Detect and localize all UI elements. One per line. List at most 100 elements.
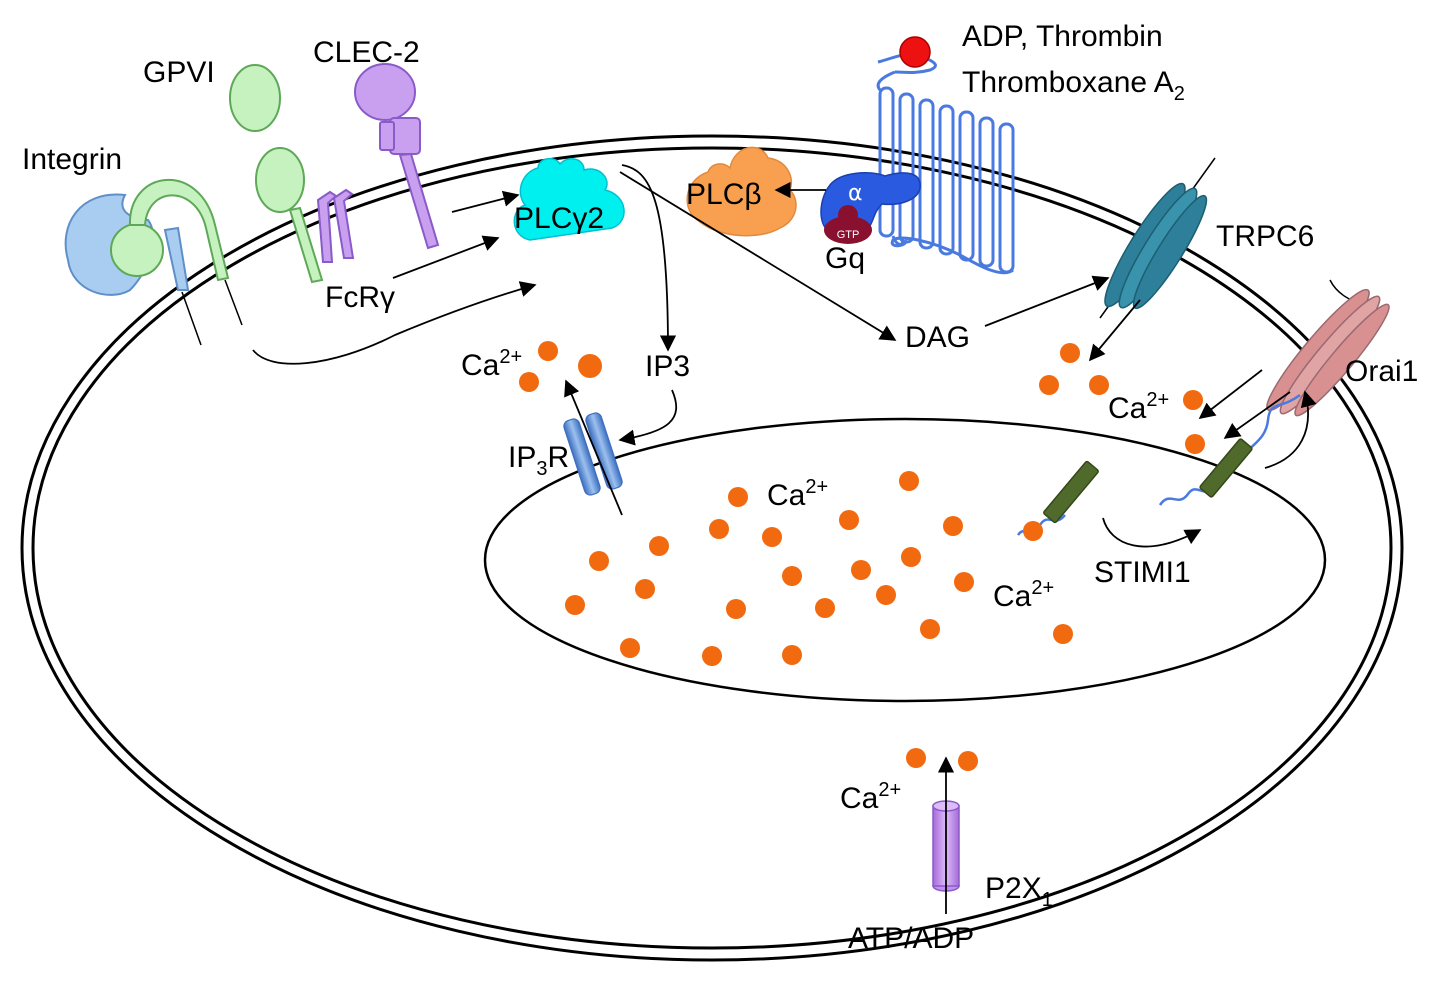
arrow-plcg2-to-dag (619, 171, 897, 341)
ca-ion (578, 354, 602, 378)
trpc6-channel (1099, 157, 1216, 319)
ca-ion (839, 510, 859, 530)
ca-symbol: Ca (993, 580, 1032, 613)
gpvi-receptor (229, 64, 324, 284)
clec2-receptor (354, 63, 440, 250)
signaling-arrows (252, 164, 1317, 914)
ca-charge: 2+ (1031, 577, 1054, 599)
atp-adp-label: ATP/ADP (848, 922, 974, 955)
ca-charge: 2+ (1146, 389, 1169, 411)
arrow-orai1-ca-entry-2 (1223, 391, 1291, 439)
ip3-label: IP3 (645, 350, 690, 383)
ca-charge: 2+ (805, 476, 828, 498)
orai1-channel (1243, 279, 1390, 456)
ca-ion (1185, 434, 1205, 454)
arrow-ip3r-release (564, 379, 623, 516)
ca-ion (906, 748, 926, 768)
plasma-membrane-inner (31, 146, 1393, 950)
integrin-label: Integrin (22, 143, 122, 176)
ca-ion (519, 372, 539, 392)
ip3r-label-subscript: 3 (536, 458, 547, 480)
ca-ion (565, 595, 585, 615)
ca-charge: 2+ (878, 779, 901, 801)
agonist-label-line2-subscript: 2 (1174, 83, 1185, 105)
ip3r-label-main: IP (508, 441, 536, 474)
ca-symbol: Ca (767, 479, 806, 512)
ca-charge: 2+ (499, 346, 522, 368)
arrow-dag-to-trpc6 (984, 275, 1110, 327)
ca-ion (620, 638, 640, 658)
agonist-label-line1: ADP, Thrombin (962, 20, 1163, 53)
ip3r-label: IP3R (508, 441, 569, 480)
ca-ion (709, 519, 729, 539)
ca-ion (901, 547, 921, 567)
fcry-label: FcRγ (325, 281, 395, 314)
ca-ion (728, 487, 748, 507)
integrin-receptor (64, 179, 243, 346)
ip3-receptor (563, 412, 623, 496)
ca-ion (920, 619, 940, 639)
alpha-label: α (848, 181, 863, 206)
fcr-gamma-chain (316, 188, 355, 263)
ca-ion (782, 645, 802, 665)
ca-ion (702, 646, 722, 666)
ca-ion (1060, 343, 1080, 363)
plcb-label: PLCβ (686, 178, 762, 211)
arrow-gpvi-to-plcg2 (451, 190, 520, 213)
ca-ion (635, 579, 655, 599)
agonist-label-line2: Thromboxane A2 (962, 66, 1185, 105)
ca-ion (538, 341, 558, 361)
stim1-active (1158, 438, 1253, 506)
ca-ion (762, 527, 782, 547)
plcg2-label: PLCγ2 (514, 202, 604, 235)
dag-label: DAG (905, 321, 970, 354)
ca-label-cytosol-right: Ca2+ (1108, 389, 1169, 425)
arrow-trpc6-ca-entry (1088, 299, 1141, 362)
ca-ion (1089, 375, 1109, 395)
trpc6-label: TRPC6 (1216, 220, 1314, 253)
ca-ion (943, 516, 963, 536)
agonist-label-line2-main: Thromboxane A (962, 66, 1174, 99)
ca-symbol: Ca (840, 782, 879, 815)
stim1-label: STIMI1 (1094, 556, 1191, 589)
gpcr-receptor (876, 53, 1015, 275)
plcg2-enzyme (513, 157, 625, 241)
ca-ion (815, 598, 835, 618)
plasma-membrane-outer (20, 134, 1404, 962)
ca-ion (589, 551, 609, 571)
arrow-stim1-activation (1102, 517, 1202, 548)
p2x1-label-main: P2X (985, 872, 1042, 905)
dense-tubular-system (483, 417, 1327, 703)
gtp-molecule (824, 216, 872, 244)
agonist-ligand (899, 36, 931, 68)
ca-symbol: Ca (461, 349, 500, 382)
arrow-stim1-to-orai1 (1264, 390, 1317, 469)
ca-ion (1023, 521, 1043, 541)
gpvi-label: GPVI (143, 56, 215, 89)
ca-ion (958, 751, 978, 771)
ca-label-cytosol-left: Ca2+ (461, 346, 522, 382)
ca-ion (1183, 390, 1203, 410)
gq-label: Gq (825, 242, 865, 275)
clec2-label: CLEC-2 (313, 36, 420, 69)
ca-symbol: Ca (1108, 392, 1147, 425)
ca-ion (899, 471, 919, 491)
ca-ion (726, 599, 746, 619)
ca-ion (1053, 624, 1073, 644)
ca-ion (851, 560, 871, 580)
ca-label-bottom: Ca2+ (840, 779, 901, 815)
p2x1-label-subscript: 1 (1042, 889, 1053, 911)
arrow-plcg2-to-ip3 (621, 164, 677, 352)
orai1-label: Orai1 (1345, 355, 1418, 388)
arrow-fcr-to-plcg2 (392, 235, 500, 279)
ca-ion (876, 585, 896, 605)
p2x1-label: P2X1 (985, 872, 1053, 911)
gtp-label: GTP (837, 229, 860, 241)
ip3r-label-tail: R (547, 441, 569, 474)
ca-label-dts-upper: Ca2+ (767, 476, 828, 512)
arrow-orai1-ca-entry-1 (1198, 369, 1263, 419)
arrow-integrin-to-plcg2 (252, 281, 537, 365)
gtp-top (838, 205, 858, 225)
ca-ion (782, 566, 802, 586)
